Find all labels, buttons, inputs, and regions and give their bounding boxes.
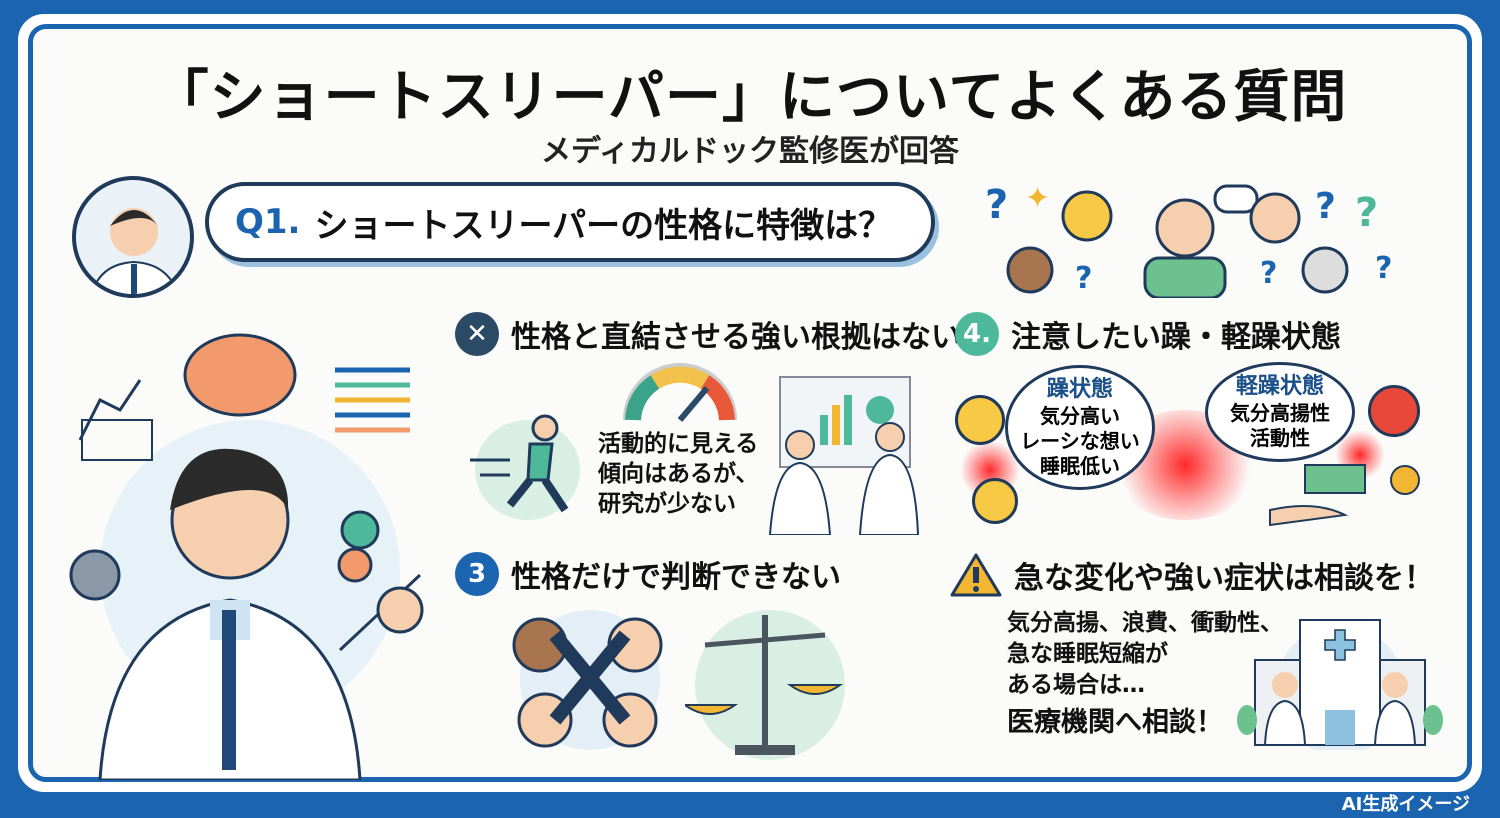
page-subtitle: メディカルドック監修医が回答 xyxy=(541,134,959,169)
cloud-line: 活動性 xyxy=(1250,425,1310,450)
cloud-line: レーシな想い xyxy=(1020,428,1140,453)
runner-figure xyxy=(470,414,569,513)
svg-text:?: ? xyxy=(985,182,1008,228)
question-number: Q1. xyxy=(235,202,301,242)
balance-scale-icon xyxy=(685,610,845,760)
section-no-link-heading: ✕ 性格と直結させる強い根拠はない xyxy=(455,312,961,356)
faces-crossed-out-icon xyxy=(512,610,663,750)
cloud-line: 気分高い xyxy=(1040,403,1120,428)
section-consult-body: 気分高揚、浪費、衝動性、 急な睡眠短縮が ある場合は… 医療機関へ相談！ xyxy=(1007,608,1283,742)
cloud-title: 躁状態 xyxy=(1046,377,1113,403)
mania-thought-cloud: 躁状態 気分高い レーシな想い 睡眠低い xyxy=(1005,365,1155,490)
svg-text:?: ? xyxy=(1375,251,1392,286)
hypomania-thought-cloud: 軽躁状態 気分高揚性 活動性 xyxy=(1205,362,1355,462)
body-line: ある場合は… xyxy=(1007,672,1145,699)
cloud-title: 軽躁状態 xyxy=(1235,374,1324,400)
body-line: 研究が少ない xyxy=(598,490,736,517)
section-personality-heading: 3 性格だけで判断できない xyxy=(455,552,841,596)
happy-face-icon xyxy=(955,395,1005,445)
tired-face-icon xyxy=(972,478,1018,524)
question-text: ショートスリーパーの性格に特徴は？ xyxy=(314,205,893,246)
question-bubble: Q1. ショートスリーパーの性格に特徴は？ xyxy=(205,182,935,262)
cloud-line: 気分高揚性 xyxy=(1230,400,1330,425)
consult-emphasis: 医療機関へ相談！ xyxy=(1007,707,1223,739)
ai-generated-label: AI生成イメージ xyxy=(1341,794,1470,815)
section-heading: 急な変化や強い症状は相談を！ xyxy=(1014,561,1434,596)
money-spending-icon xyxy=(1269,464,1420,527)
warning-icon xyxy=(950,553,1002,597)
svg-text:?: ? xyxy=(1355,190,1378,236)
body-line: 傾向はあるが、 xyxy=(598,460,759,487)
doctor-avatar xyxy=(72,176,194,298)
svg-text:?: ? xyxy=(1075,261,1092,296)
body-line: 急な睡眠短縮が xyxy=(1007,641,1168,668)
x-mark-icon: ✕ xyxy=(455,312,499,356)
section-heading: 性格と直結させる強い根拠はない xyxy=(511,320,961,355)
svg-text:✦: ✦ xyxy=(1025,181,1050,216)
section-consult-heading: 急な変化や強い症状は相談を！ xyxy=(950,552,1434,598)
body-line: 活動的に見える xyxy=(598,431,759,457)
section-heading: 注意したい躁・軽躁状態 xyxy=(1011,320,1341,355)
confused-people-illustration: ? ✦ ? ? ? ? ? xyxy=(985,181,1392,298)
body-line: 気分高揚、浪費、衝動性、 xyxy=(1007,610,1283,636)
gauge-icon xyxy=(623,363,737,422)
hospital-illustration xyxy=(1237,619,1443,750)
section-heading: 性格だけで判断できない xyxy=(511,560,841,595)
number-badge: 4. xyxy=(955,312,999,356)
page-title: 「ショートスリーパー」についてよくある質問 xyxy=(152,65,1348,130)
angry-face-icon xyxy=(1368,385,1420,437)
number-badge: 3 xyxy=(455,552,499,596)
section-no-link-body: 活動的に見える 傾向はあるが、 研究が少ない xyxy=(598,430,759,520)
doctor-pointing-illustration xyxy=(69,333,424,780)
researchers-illustration xyxy=(768,376,920,535)
section-mania-heading: 4. 注意したい躁・軽躁状態 xyxy=(955,312,1341,356)
cloud-line: 睡眠低い xyxy=(1040,453,1120,478)
svg-text:?: ? xyxy=(1315,186,1336,227)
svg-text:?: ? xyxy=(1260,256,1277,291)
